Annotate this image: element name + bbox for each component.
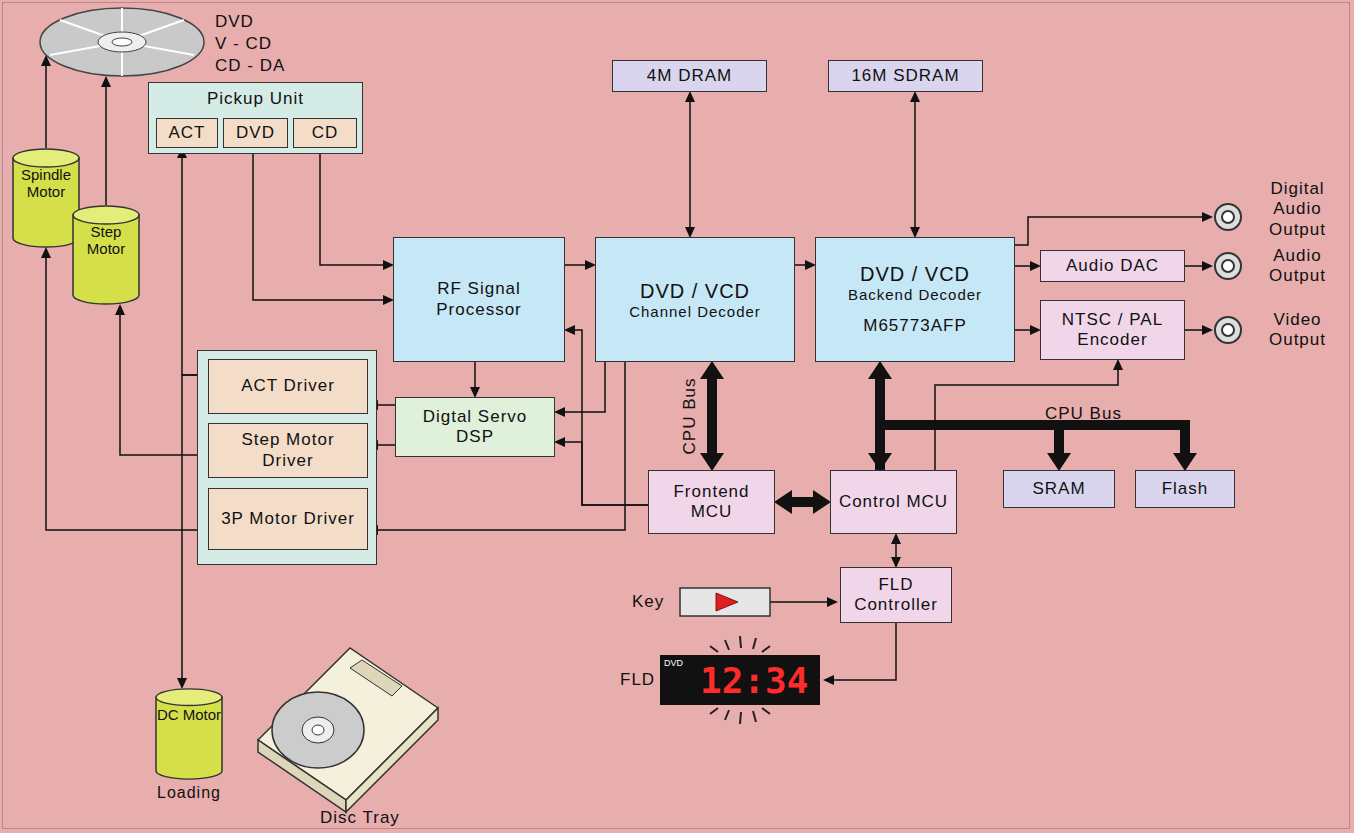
disc-format: V - CD (215, 34, 272, 54)
pickup-part: CD (293, 118, 357, 148)
signal-connector (895, 544, 897, 557)
memory-box: 4M DRAM (612, 60, 767, 92)
play-key (680, 588, 770, 616)
bus-label: CPU Bus (680, 378, 700, 455)
display-mode: DVD (664, 658, 683, 669)
bus-connector (707, 379, 717, 453)
bus-label: CPU Bus (1045, 404, 1122, 424)
node-text: DVD / VCD (640, 279, 750, 303)
mcu-box: Frontend MCU (648, 470, 775, 534)
node-text: ACT Driver (241, 376, 335, 396)
node-text: FLD Controller (847, 575, 945, 616)
signal-connector (378, 404, 395, 406)
signal-connector (1015, 265, 1030, 267)
encoder-box: NTSC / PAL Encoder (1040, 300, 1185, 360)
node-text: RF Signal Processor (400, 279, 558, 320)
disc-format: DVD (215, 12, 254, 32)
signal-connector (474, 362, 476, 387)
node-text: DVD (236, 123, 275, 143)
signal-connector (565, 442, 648, 505)
signal-connector (378, 362, 625, 530)
node-text: Step Motor Driver (215, 430, 361, 471)
output-label: Video Output (1250, 310, 1345, 351)
node-text: Frontend MCU (655, 482, 768, 523)
node-text: DVD / VCD (860, 262, 970, 286)
node-text: Channel Decoder (629, 303, 761, 321)
node-text: 3P Motor Driver (221, 509, 355, 529)
signal-connector (565, 362, 605, 412)
motor-cylinder: Spindle Motor (12, 148, 80, 248)
cylinder-shape (155, 688, 223, 780)
signal-connector (914, 102, 916, 227)
memory-box: Flash (1135, 470, 1235, 508)
driver-box: 3P Motor Driver (208, 488, 368, 550)
motor-cylinder: Step Motor (72, 205, 140, 305)
node-text: 4M DRAM (647, 66, 732, 86)
signal-connector (253, 148, 383, 300)
signal-connector (378, 444, 395, 446)
output-label: Audio Output (1250, 246, 1345, 287)
decoder-box: DVD / VCDChannel Decoder (595, 237, 795, 362)
driver-group: ACT DriverStep Motor Driver 3P Motor Driv… (197, 350, 377, 565)
mcu-box: Control MCU (830, 470, 957, 534)
node-text: DC Motor (157, 706, 221, 723)
signal-connector (182, 158, 208, 375)
decoder-box: DVD / VCDBackend DecoderM65773AFP (815, 237, 1015, 362)
dac-box: Audio DAC (1040, 250, 1185, 282)
motor-cylinder: DC MotorLoading (155, 688, 223, 780)
node-text: Step Motor (72, 223, 140, 258)
controller-box: FLD Controller (840, 567, 952, 623)
tray-label: Disc Tray (320, 808, 400, 828)
node-text: Spindle Motor (12, 166, 80, 201)
disc-tray (258, 648, 438, 812)
display-time: 12:34 (700, 660, 808, 701)
processor-box: RF Signal Processor (393, 237, 565, 362)
node-text: ACT (169, 123, 206, 143)
fld-display (660, 636, 820, 724)
node-text: Control MCU (839, 492, 948, 512)
bus-connector (880, 425, 1059, 470)
signal-connector (120, 315, 208, 455)
node-text: Digtal Servo DSP (402, 407, 548, 448)
driver-box: Step Motor Driver (208, 423, 368, 478)
node-text: Audio DAC (1066, 256, 1159, 276)
memory-box: SRAM (1003, 470, 1115, 508)
signal-connector (320, 148, 383, 265)
pickup-unit: Pickup UnitACT DVD CD (148, 82, 363, 154)
display-label: FLD (620, 670, 655, 690)
dsp-box: Digtal Servo DSP (395, 397, 555, 457)
pickup-part: ACT (156, 118, 218, 148)
pickup-part: DVD (223, 118, 288, 148)
signal-connector (795, 264, 805, 266)
signal-connector (565, 264, 585, 266)
node-text: M65773AFP (863, 316, 967, 336)
signal-connector (1015, 329, 1030, 331)
disc (40, 8, 204, 76)
node-text: Loading (157, 784, 221, 802)
node-text: 16M SDRAM (851, 66, 959, 86)
node-text: SRAM (1032, 479, 1085, 499)
output-jacks (1215, 204, 1241, 343)
node-text: NTSC / PAL Encoder (1047, 310, 1178, 351)
node-text: Flash (1162, 479, 1209, 499)
driver-box: ACT Driver (208, 359, 368, 414)
memory-box: 16M SDRAM (828, 60, 983, 92)
node-text: CD (312, 123, 339, 143)
signal-connector (689, 102, 691, 227)
bus-connector (880, 425, 1185, 470)
bus-connector (792, 497, 813, 507)
node-text: Backend Decoder (848, 286, 982, 304)
node-text: Pickup Unit (207, 89, 304, 109)
key-label: Key (632, 592, 664, 612)
output-label: Digital Audio Output (1250, 179, 1345, 240)
disc-format: CD - DA (215, 56, 285, 76)
